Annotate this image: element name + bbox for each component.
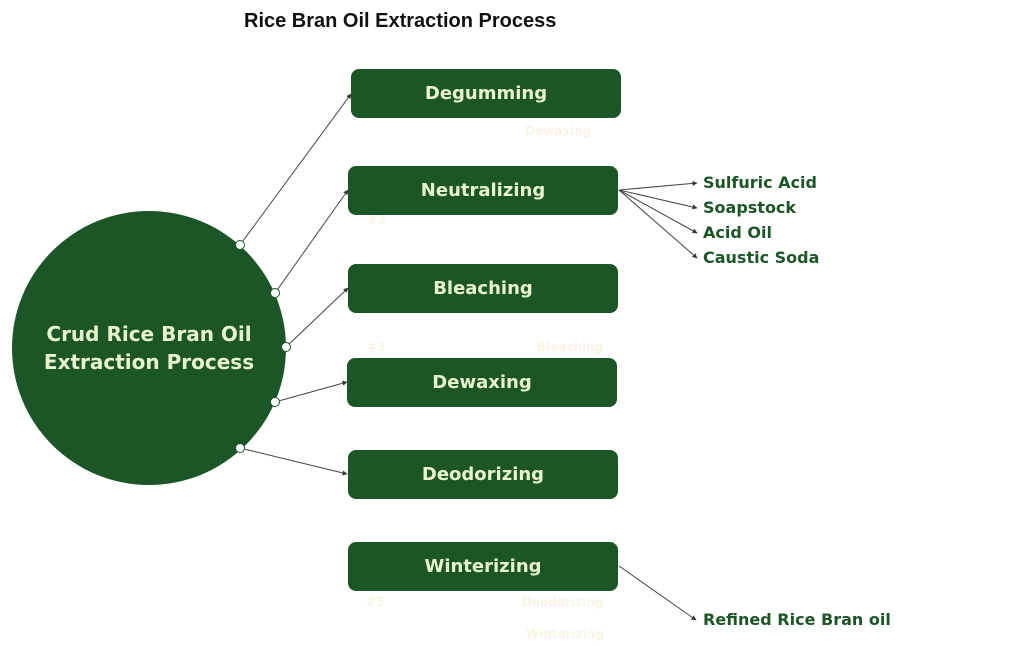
ghost-label: Winterizing	[526, 627, 605, 641]
connector-refined-oil	[618, 565, 697, 621]
diagram-title: Rice Bran Oil Extraction Process	[244, 10, 557, 32]
connector-neutralizing	[274, 189, 349, 294]
connector-degumming	[239, 93, 352, 246]
connector-bleaching	[285, 287, 349, 348]
output-sulfuric-acid: Sulfuric Acid	[703, 173, 817, 192]
center-node-label: Crud Rice Bran Oil Extraction Process	[43, 322, 255, 374]
connector-caustic-soda	[618, 189, 698, 259]
center-node: Crud Rice Bran Oil Extraction Process	[12, 211, 286, 485]
output-acid-oil: Acid Oil	[703, 223, 772, 242]
step-dewaxing: Dewaxing	[347, 358, 617, 407]
ghost-label: Bleaching	[537, 340, 604, 354]
ghost-label: Deodorizing	[522, 595, 604, 609]
step-bleaching: Bleaching	[348, 264, 618, 313]
connector-acid-oil	[618, 189, 698, 234]
connector-soapstock	[618, 189, 698, 210]
step-deodorizing: Deodorizing	[348, 450, 618, 499]
step-degumming: Degumming	[351, 69, 621, 118]
output-caustic-soda: Caustic Soda	[703, 248, 820, 267]
ghost-label: #2	[368, 213, 387, 227]
step-winterizing: Winterizing	[348, 542, 618, 591]
connector-dewaxing	[274, 380, 348, 403]
ghost-label: Dewaxing	[525, 124, 592, 138]
ghost-label: #5	[366, 595, 385, 609]
output-soapstock: Soapstock	[703, 198, 797, 217]
connector-deodorizing	[239, 447, 348, 476]
ghost-label: #3	[367, 340, 386, 354]
output-refined-oil: Refined Rice Bran oil	[703, 610, 891, 629]
step-neutralizing: Neutralizing	[348, 166, 618, 215]
connector-sulfuric-acid	[618, 180, 698, 191]
